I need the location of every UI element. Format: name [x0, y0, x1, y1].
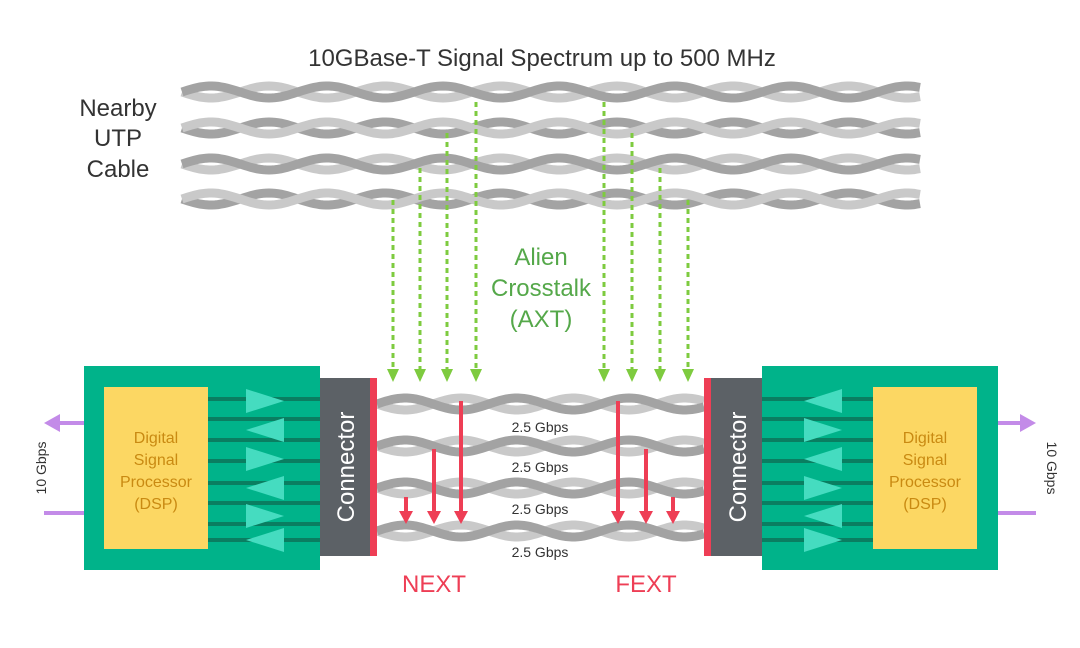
driver-triangle [246, 418, 284, 442]
left-dsp-label: Digital Signal Processor (DSP) [120, 430, 193, 513]
twisted-pair [375, 477, 706, 499]
nearby-cable-label: Nearby UTP Cable [79, 95, 156, 183]
left-channel-drivers [208, 389, 320, 552]
driver-triangle [804, 528, 842, 552]
left-connector-edge [370, 378, 377, 556]
left-rate-label: 10 Gbps [33, 442, 49, 495]
pair-rate-labels: 2.5 Gbps 2.5 Gbps 2.5 Gbps 2.5 Gbps [512, 419, 569, 560]
left-connector-label: Connector [333, 412, 360, 523]
crosstalk-arrow [454, 401, 468, 524]
twisted-pair [375, 520, 706, 542]
axt-arrow [470, 102, 482, 382]
driver-triangle [246, 528, 284, 552]
crosstalk-arrow [666, 497, 680, 524]
left-dsp [104, 387, 208, 549]
axt-line-1: Alien [514, 244, 567, 271]
twisted-pair [180, 153, 921, 175]
driver-triangle [246, 476, 284, 500]
right-connector-edge [704, 378, 711, 556]
alien-crosstalk-arrows [387, 102, 694, 382]
right-dsp-line-3: Processor [889, 474, 962, 491]
nearby-utp-cable [180, 81, 921, 210]
driver-triangle [804, 418, 842, 442]
diagram-title: 10GBase-T Signal Spectrum up to 500 MHz [308, 45, 776, 72]
nearby-cable-line-3: Cable [87, 156, 150, 183]
driver-triangle [804, 476, 842, 500]
crosstalk-arrow [399, 497, 413, 524]
twisted-pair [180, 81, 921, 103]
axt-arrow [598, 102, 610, 382]
axt-line-2: Crosstalk [491, 275, 592, 302]
crosstalk-arrow [611, 401, 625, 524]
axt-arrow [414, 168, 426, 382]
right-connector [711, 378, 762, 556]
next-label: NEXT [402, 571, 466, 598]
pair-rate-label: 2.5 Gbps [512, 501, 569, 517]
right-dsp-line-1: Digital [903, 430, 947, 447]
twisted-pair [180, 188, 921, 210]
right-dsp-line-2: Signal [903, 452, 947, 469]
left-connector [320, 378, 370, 556]
driver-triangle [804, 504, 842, 528]
driver-triangle [246, 447, 284, 471]
left-dsp-line-1: Digital [134, 430, 178, 447]
axt-arrow [654, 168, 666, 382]
right-rate-label: 10 Gbps [1044, 442, 1060, 495]
driver-triangle [246, 389, 284, 413]
pair-rate-label: 2.5 Gbps [512, 419, 569, 435]
axt-arrow [682, 200, 694, 382]
right-transceiver: 10 Gbps Digital Signal Processor (DSP) C… [704, 366, 1060, 570]
right-dsp-label: Digital Signal Processor (DSP) [889, 430, 962, 513]
axt-arrow [387, 200, 399, 382]
right-channel-drivers [762, 389, 873, 552]
axt-arrow [441, 133, 453, 382]
axt-line-3: (AXT) [510, 306, 573, 333]
left-transceiver: 10 Gbps Digital Signal Processor (DSP) C… [33, 366, 377, 570]
alien-crosstalk-label: Alien Crosstalk (AXT) [491, 244, 592, 333]
right-dsp [873, 387, 977, 549]
right-connector-label: Connector [725, 412, 752, 523]
left-dsp-line-4: (DSP) [134, 496, 178, 513]
fext-label: FEXT [615, 571, 677, 598]
twisted-pair [375, 435, 706, 457]
twisted-pair [180, 117, 921, 139]
link-cable-pairs [375, 393, 706, 542]
driver-triangle [804, 447, 842, 471]
crosstalk-arrow [427, 449, 441, 524]
pair-rate-label: 2.5 Gbps [512, 459, 569, 475]
crosstalk-arrow [639, 449, 653, 524]
twisted-pair [375, 393, 706, 415]
axt-arrow [626, 133, 638, 382]
driver-triangle [804, 389, 842, 413]
right-dsp-line-4: (DSP) [903, 496, 947, 513]
driver-triangle [246, 504, 284, 528]
left-dsp-line-2: Signal [134, 452, 178, 469]
nearby-cable-line-2: UTP [94, 125, 142, 152]
next-fext-arrows [399, 401, 680, 524]
left-dsp-line-3: Processor [120, 474, 193, 491]
pair-rate-label: 2.5 Gbps [512, 544, 569, 560]
nearby-cable-line-1: Nearby [79, 95, 156, 122]
